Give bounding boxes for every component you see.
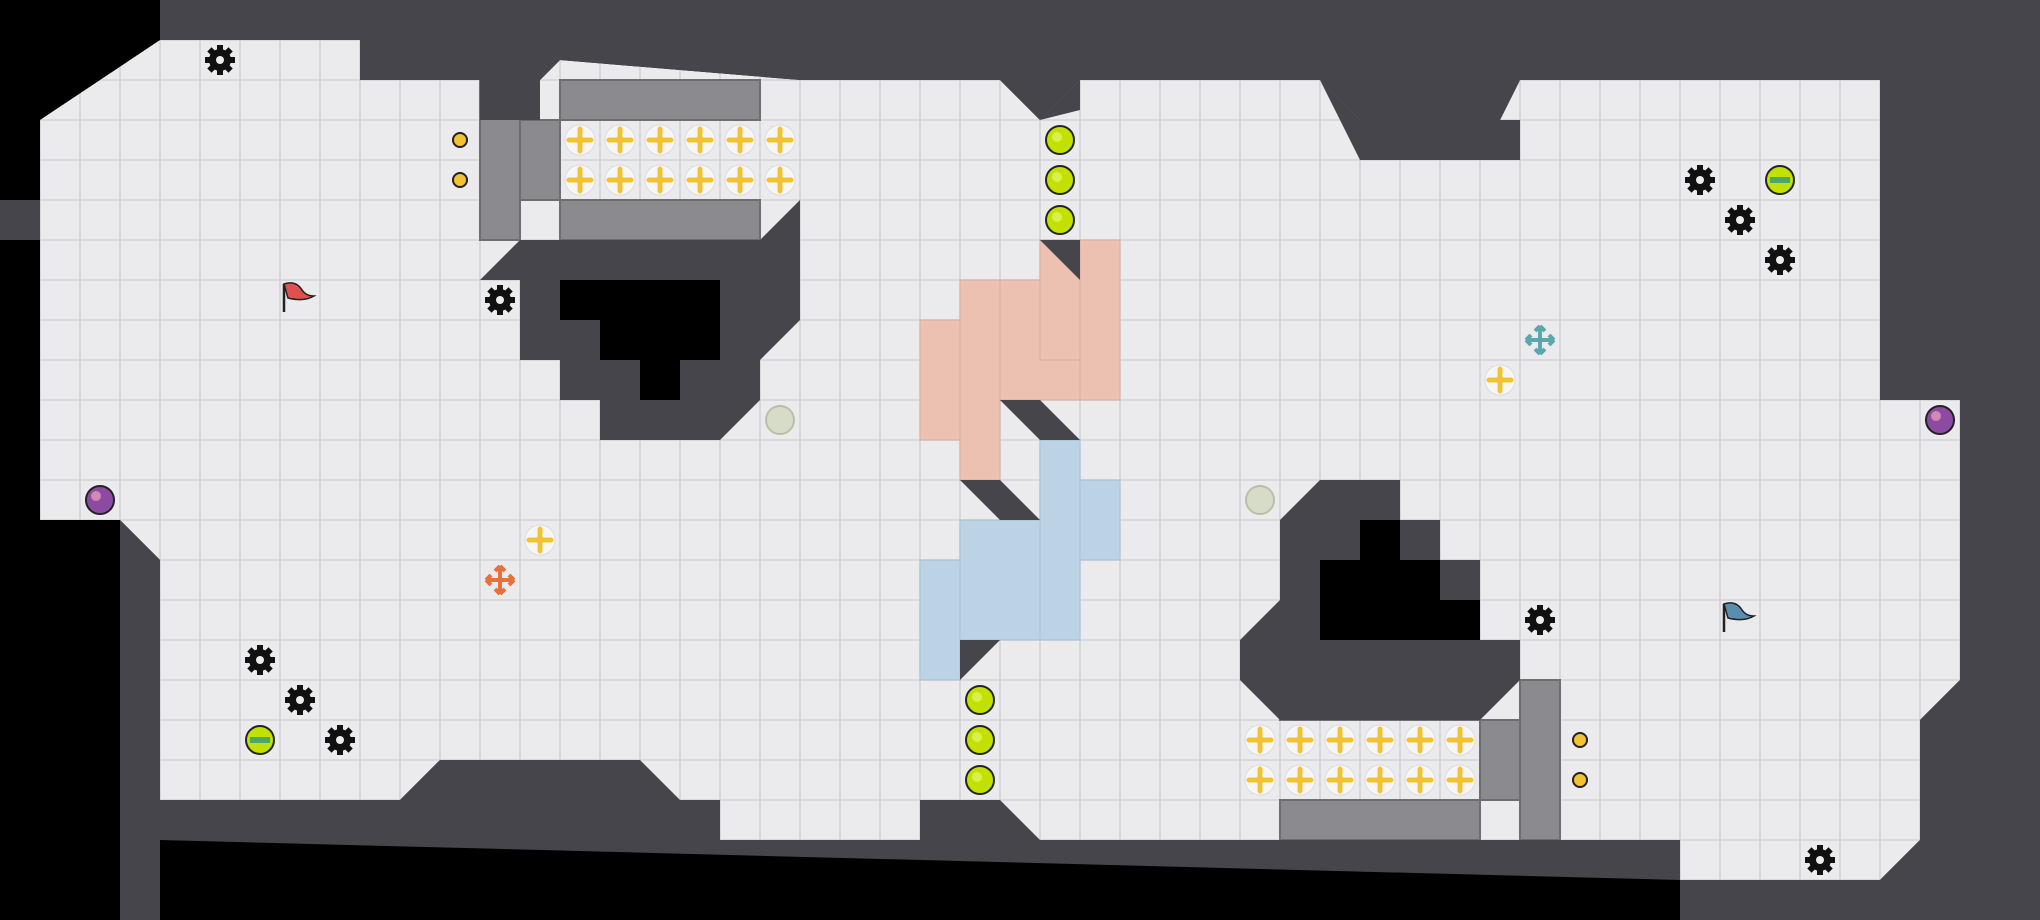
boost-cross-icon[interactable] xyxy=(724,164,756,196)
lime-orb-icon[interactable] xyxy=(965,685,995,715)
boost-cross-icon[interactable] xyxy=(684,124,716,156)
sawblade-icon xyxy=(325,725,355,755)
sawblade-icon xyxy=(1765,245,1795,275)
boost-cross-icon[interactable] xyxy=(524,524,556,556)
boost-cross-icon[interactable] xyxy=(564,164,596,196)
coin-icon[interactable] xyxy=(1572,772,1588,788)
boost-cross-icon[interactable] xyxy=(1404,764,1436,796)
boost-cross-icon[interactable] xyxy=(724,124,756,156)
sawblade-icon xyxy=(1685,165,1715,195)
boost-cross-icon[interactable] xyxy=(1324,724,1356,756)
sawblade-icon xyxy=(485,285,515,315)
red-flag-icon[interactable] xyxy=(282,282,317,312)
boost-cross-icon[interactable] xyxy=(1444,724,1476,756)
boost-cross-icon[interactable] xyxy=(1484,364,1516,396)
coin-icon[interactable] xyxy=(1572,732,1588,748)
sawblade-icon xyxy=(285,685,315,715)
sawblade-icon xyxy=(1805,845,1835,875)
ghost-pad-icon[interactable] xyxy=(1245,485,1275,515)
coin-icon[interactable] xyxy=(452,172,468,188)
boost-cross-icon[interactable] xyxy=(764,164,796,196)
ghost-pad-icon[interactable] xyxy=(765,405,795,435)
blue-flag-icon[interactable] xyxy=(1722,602,1757,632)
blue-zone xyxy=(919,439,1121,681)
boost-cross-icon[interactable] xyxy=(684,164,716,196)
boost-cross-icon[interactable] xyxy=(1244,764,1276,796)
purple-bomb-icon[interactable] xyxy=(1925,405,1955,435)
boost-cross-icon[interactable] xyxy=(1284,764,1316,796)
lime-orb-icon[interactable] xyxy=(1045,165,1075,195)
boost-cross-icon[interactable] xyxy=(1444,764,1476,796)
boost-cross-icon[interactable] xyxy=(644,164,676,196)
boost-cross-icon[interactable] xyxy=(604,164,636,196)
boost-cross-icon[interactable] xyxy=(1364,764,1396,796)
level-items xyxy=(85,45,1955,875)
move-arrows-icon[interactable] xyxy=(1524,324,1556,356)
move-arrows-icon[interactable] xyxy=(484,564,516,596)
boost-cross-icon[interactable] xyxy=(1364,724,1396,756)
boost-cross-icon[interactable] xyxy=(1284,724,1316,756)
lime-orb-icon[interactable] xyxy=(965,725,995,755)
boost-cross-icon[interactable] xyxy=(1244,724,1276,756)
sawblade-icon xyxy=(1525,605,1555,635)
sawblade-icon xyxy=(205,45,235,75)
boost-cross-icon[interactable] xyxy=(564,124,596,156)
boost-cross-icon[interactable] xyxy=(644,124,676,156)
purple-bomb-icon[interactable] xyxy=(85,485,115,515)
speed-pad-icon[interactable] xyxy=(1765,165,1795,195)
boost-cross-icon[interactable] xyxy=(1324,764,1356,796)
lime-orb-icon[interactable] xyxy=(1045,125,1075,155)
lime-orb-icon[interactable] xyxy=(965,765,995,795)
metal-blocks-top xyxy=(479,79,761,241)
floor-area xyxy=(40,40,2000,880)
boost-cross-icon[interactable] xyxy=(1404,724,1436,756)
speed-pad-icon[interactable] xyxy=(245,725,275,755)
boost-cross-icon[interactable] xyxy=(604,124,636,156)
coin-icon[interactable] xyxy=(452,132,468,148)
sawblade-icon xyxy=(1725,205,1755,235)
lime-orb-icon[interactable] xyxy=(1045,205,1075,235)
boost-cross-icon[interactable] xyxy=(764,124,796,156)
sawblade-icon xyxy=(245,645,275,675)
